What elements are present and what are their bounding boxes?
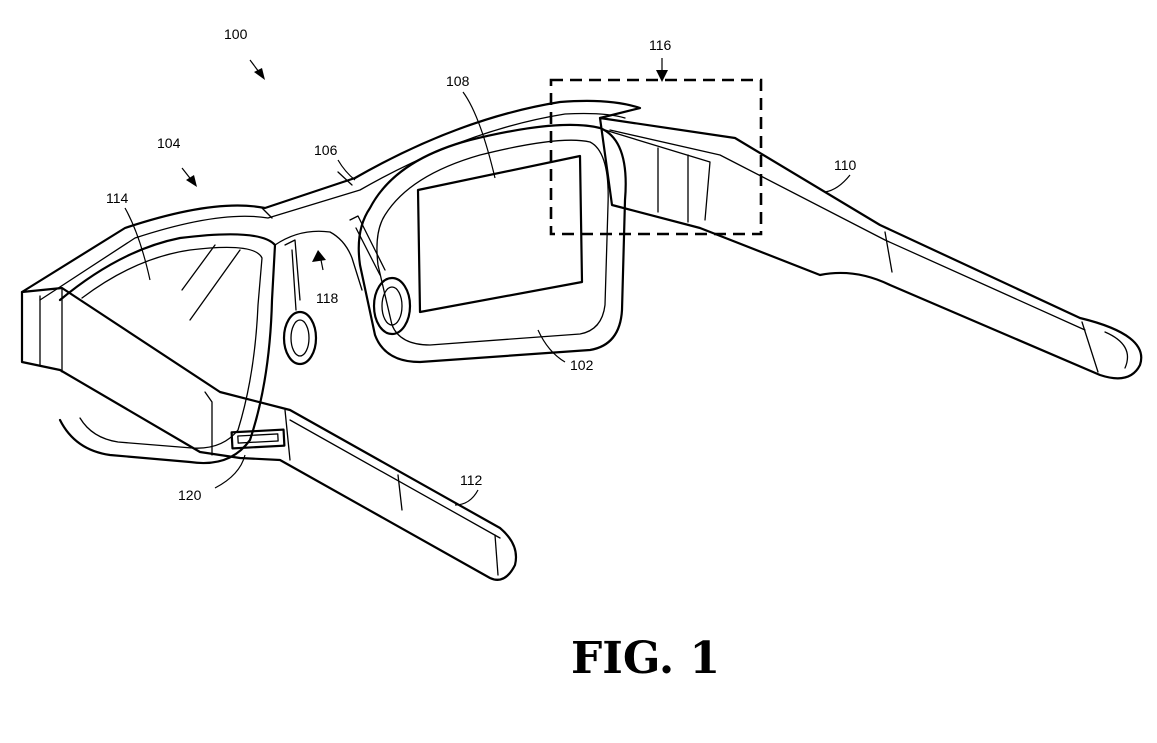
- right-temple-arm: [598, 116, 1143, 380]
- label-second-lens: 114: [106, 190, 129, 206]
- label-left-temple: 112: [460, 472, 483, 488]
- right-nose-pad: [349, 215, 412, 336]
- label-front-frame: 104: [157, 135, 181, 151]
- left-lens-rim: [58, 233, 277, 465]
- port: [230, 428, 286, 450]
- label-detail-region: 116: [649, 37, 672, 53]
- label-display: 108: [446, 73, 470, 89]
- label-bridge: 106: [314, 142, 338, 158]
- label-first-lens: 102: [570, 357, 594, 373]
- label-right-temple: 110: [834, 157, 857, 173]
- detail-region-box: [549, 78, 763, 236]
- left-temple-arm: [20, 286, 518, 581]
- bridge: [274, 230, 363, 291]
- label-port: 120: [178, 487, 202, 503]
- display-panel: [416, 154, 584, 314]
- left-nose-pad: [282, 239, 318, 366]
- leader-lines: [124, 58, 851, 506]
- label-nose-pad: 118: [316, 290, 339, 306]
- figure-caption: FIG. 1: [571, 633, 720, 684]
- label-device: 100: [224, 26, 248, 42]
- right-lens-rim: [357, 123, 627, 364]
